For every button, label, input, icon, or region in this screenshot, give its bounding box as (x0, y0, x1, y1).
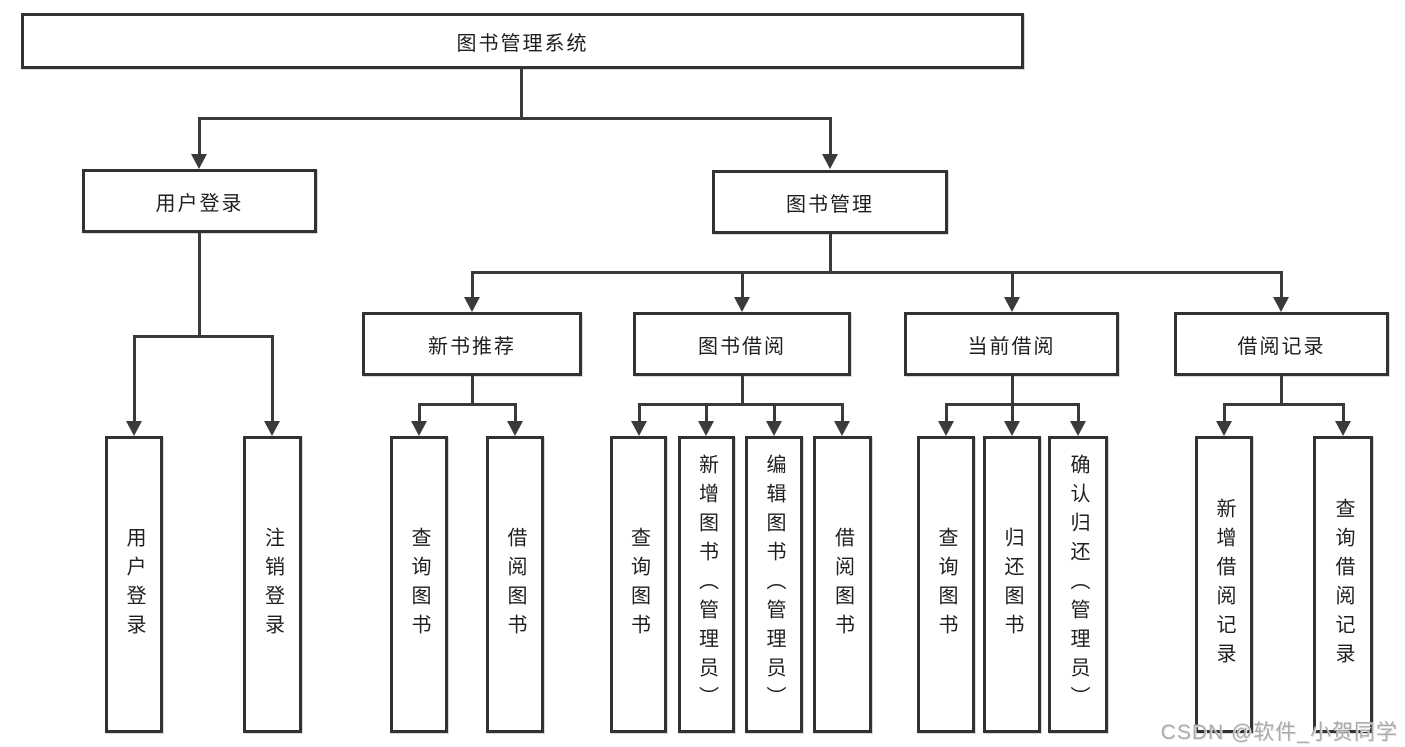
node-label: 借阅图书 (831, 526, 854, 643)
connector-shaft-leaf-logout (271, 335, 274, 422)
arrow-down-icon (1004, 421, 1020, 436)
node-label: 图书管理 (786, 193, 874, 216)
connector-shaft-user-login (198, 117, 201, 157)
connector-shaft (773, 403, 776, 423)
connector-login-stub (198, 233, 201, 337)
node-label: 查询图书 (935, 526, 957, 643)
node-leaf-query-books-recommend: 查询图书 (390, 436, 448, 733)
arrow-down-icon (1335, 421, 1351, 436)
arrow-down-icon (264, 421, 280, 436)
connector-shaft (1342, 403, 1345, 423)
node-label: 图书借阅 (698, 335, 786, 358)
connector-shaft (1011, 403, 1014, 423)
node-label: 新增借阅记录 (1213, 497, 1235, 672)
node-current-borrowing: 当前借阅 (904, 312, 1119, 376)
connector-current-stub (1011, 376, 1014, 405)
node-leaf-logout: 注销登录 (243, 436, 302, 733)
connector-shaft (1077, 403, 1080, 423)
arrow-down-icon (822, 154, 838, 169)
node-label: 新书推荐 (428, 335, 516, 358)
connector-recommend-stub (471, 376, 474, 405)
node-leaf-borrow-books-recommend: 借阅图书 (486, 436, 544, 733)
node-new-book-recommendation: 新书推荐 (362, 312, 582, 376)
node-leaf-edit-books-admin: 编辑图书（管理员） (745, 436, 803, 733)
arrow-down-icon (834, 421, 850, 436)
connector-borrowing-bus (638, 403, 844, 406)
connector-shaft-current (1011, 271, 1014, 299)
arrow-down-icon (734, 297, 750, 312)
node-borrowing-records: 借阅记录 (1174, 312, 1389, 376)
connector-shaft (514, 403, 517, 423)
node-label: 查询图书 (627, 526, 650, 643)
arrow-down-icon (507, 421, 523, 436)
node-label: 注销登录 (261, 526, 284, 643)
connector-shaft (638, 403, 641, 423)
node-library-management-system: 图书管理系统 (21, 13, 1024, 69)
arrow-down-icon (1216, 421, 1232, 436)
connector-shaft (1223, 403, 1226, 423)
csdn-watermark: CSDN @软件_小贺同学 (1160, 721, 1398, 744)
arrow-down-icon (1070, 421, 1086, 436)
connector-borrowing-stub (741, 376, 744, 405)
connector-shaft-leaf-user-login (133, 335, 136, 422)
arrow-down-icon (464, 297, 480, 312)
node-label: 借阅记录 (1237, 335, 1326, 358)
connector-records-stub (1280, 376, 1283, 405)
node-label: 编辑图书（管理员） (763, 454, 785, 715)
connector-shaft (945, 403, 948, 423)
node-leaf-query-books-borrowing: 查询图书 (610, 436, 667, 733)
node-label: 查询图书 (408, 526, 430, 643)
node-leaf-add-borrow-record: 新增借阅记录 (1195, 436, 1253, 733)
connector-shaft (418, 403, 421, 423)
arrow-down-icon (126, 421, 142, 436)
connector-login-bus (133, 335, 274, 338)
arrow-down-icon (191, 154, 207, 169)
node-label: 图书管理系统 (456, 32, 589, 55)
arrow-down-icon (766, 421, 782, 436)
node-label: 查询借阅记录 (1332, 497, 1354, 672)
node-leaf-confirm-return-admin: 确认归还（管理员） (1048, 436, 1108, 733)
node-label: 用户登录 (123, 526, 145, 643)
node-leaf-query-borrow-record: 查询借阅记录 (1313, 436, 1373, 733)
node-user-login-branch: 用户登录 (82, 169, 317, 233)
node-label: 新增图书（管理员） (695, 454, 718, 715)
node-label: 用户登录 (155, 192, 244, 215)
node-book-management-branch: 图书管理 (712, 170, 948, 234)
node-leaf-query-books-current: 查询图书 (917, 436, 975, 733)
connector-root-stub (520, 69, 523, 119)
arrow-down-icon (698, 421, 714, 436)
arrow-down-icon (631, 421, 647, 436)
connector-shaft (841, 403, 844, 423)
node-leaf-borrow-books: 借阅图书 (813, 436, 872, 733)
arrow-down-icon (1273, 297, 1289, 312)
connector-shaft-book-management (829, 117, 832, 157)
connector-mgmt-bus (471, 271, 1283, 274)
node-label: 当前借阅 (967, 335, 1056, 358)
connector-recommend-bus (418, 403, 517, 406)
node-label: 归还图书 (1001, 526, 1023, 643)
node-label: 确认归还（管理员） (1067, 454, 1089, 715)
connector-records-bus (1223, 403, 1345, 406)
node-leaf-user-login: 用户登录 (105, 436, 163, 733)
connector-shaft-borrowing (741, 271, 744, 299)
connector-shaft (705, 403, 708, 423)
arrow-down-icon (1004, 297, 1020, 312)
node-leaf-add-books-admin: 新增图书（管理员） (678, 436, 735, 733)
arrow-down-icon (411, 421, 427, 436)
node-leaf-return-books: 归还图书 (983, 436, 1041, 733)
connector-root-bus (198, 117, 832, 120)
connector-shaft-records (1280, 271, 1283, 299)
node-label: 借阅图书 (504, 526, 526, 643)
node-book-borrowing: 图书借阅 (633, 312, 851, 376)
connector-mgmt-stub (829, 234, 832, 273)
connector-shaft-recommend (471, 271, 474, 299)
arrow-down-icon (938, 421, 954, 436)
